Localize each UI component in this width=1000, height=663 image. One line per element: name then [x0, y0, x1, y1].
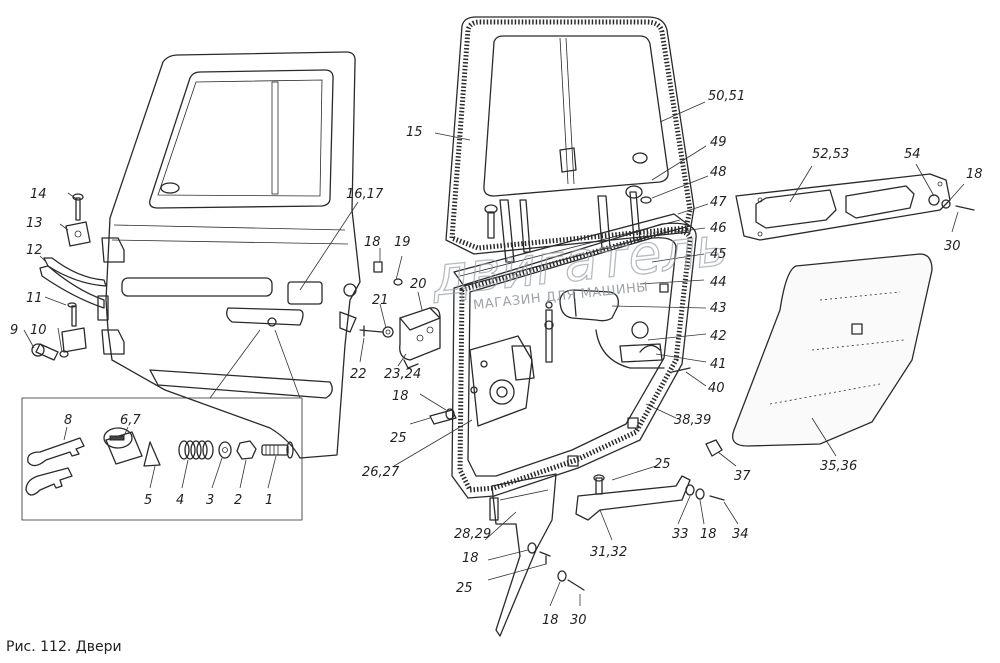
callout-35-36: 35,36 — [820, 459, 857, 474]
callout-14: 14 — [30, 187, 47, 202]
callout-18-d: 18 — [542, 613, 559, 628]
callout-38-39: 38,39 — [674, 413, 711, 428]
left-door-assembly — [101, 51, 361, 459]
callout-10: 10 — [30, 323, 47, 338]
callout-47: 47 — [710, 195, 727, 210]
callout-54: 54 — [904, 147, 921, 162]
key-icon — [25, 437, 85, 496]
callout-11: 11 — [26, 291, 43, 306]
callout-52-53: 52,53 — [812, 147, 849, 162]
callout-30-b: 30 — [944, 239, 961, 254]
callout-12: 12 — [26, 243, 43, 258]
callout-44: 44 — [710, 275, 727, 290]
callout-6-7: 6,7 — [120, 413, 141, 428]
callout-49: 49 — [710, 135, 727, 150]
callout-30-a: 30 — [570, 613, 587, 628]
callout-33: 33 — [672, 527, 689, 542]
lock-mechanism-parts — [299, 201, 457, 425]
callout-23-24: 23,24 — [384, 367, 421, 382]
figure-caption: Рис. 112. Двери — [6, 639, 122, 655]
callout-4: 4 — [176, 493, 184, 508]
callout-25-b: 25 — [456, 581, 473, 596]
callout-34: 34 — [732, 527, 749, 542]
callout-3: 3 — [206, 493, 214, 508]
upholstery-panel-35-36 — [671, 253, 933, 467]
callout-48: 48 — [710, 165, 727, 180]
callout-1: 1 — [265, 493, 273, 508]
callout-43: 43 — [710, 301, 727, 316]
lock-parts-inset — [21, 329, 303, 521]
callout-28-29: 28,29 — [454, 527, 491, 542]
watermark: двигатель МАГАЗИН ДЛЯ МАШИНЫ — [427, 214, 731, 313]
hinge-parts-left — [23, 192, 109, 361]
callout-9: 9 — [10, 323, 18, 338]
callout-20: 20 — [410, 277, 427, 292]
callout-21: 21 — [372, 293, 389, 308]
spring-icon — [178, 440, 214, 460]
callout-40: 40 — [708, 381, 725, 396]
callout-45: 45 — [710, 247, 727, 262]
callout-5: 5 — [144, 493, 152, 508]
callout-25-a: 25 — [390, 431, 407, 446]
callout-15: 15 — [406, 125, 423, 140]
inner-door-panel — [393, 213, 707, 637]
callout-46: 46 — [710, 221, 727, 236]
callout-31-32: 31,32 — [590, 545, 627, 560]
callout-18-b: 18 — [392, 389, 409, 404]
callout-19: 19 — [394, 235, 411, 250]
callout-18-f: 18 — [966, 167, 983, 182]
callout-41: 41 — [710, 357, 727, 372]
callout-25-c: 25 — [654, 457, 671, 472]
callout-8: 8 — [64, 413, 72, 428]
callout-18-e: 18 — [700, 527, 717, 542]
lower-fastener-parts — [487, 465, 739, 607]
armrest-trim-52-53 — [735, 163, 975, 241]
callout-2: 2 — [234, 493, 242, 508]
callout-42: 42 — [710, 329, 727, 344]
callout-18-c: 18 — [462, 551, 479, 566]
callout-16-17: 16,17 — [346, 187, 384, 202]
callout-18-a: 18 — [364, 235, 381, 250]
callout-labels: 1 2 3 4 5 6,7 8 9 10 11 12 13 14 15 16,1… — [10, 89, 983, 628]
callout-26-27: 26,27 — [362, 465, 400, 480]
callout-37: 37 — [734, 469, 751, 484]
callout-22: 22 — [350, 367, 367, 382]
callout-50-51: 50,51 — [708, 89, 745, 104]
callout-13: 13 — [26, 216, 43, 231]
